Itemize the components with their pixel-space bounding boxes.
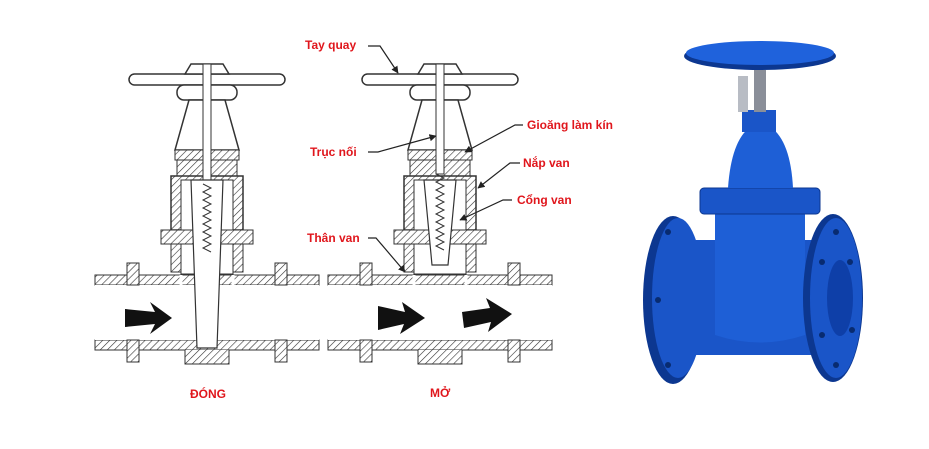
label-body: Thân van (307, 231, 360, 245)
label-seal: Gioăng làm kín (527, 118, 614, 132)
label-gate: Cổng van (517, 193, 572, 207)
valve-product-image (643, 41, 863, 384)
flow-arrow-icon (462, 298, 512, 332)
flow-arrow-icon (125, 302, 172, 334)
label-open: MỞ (430, 386, 451, 400)
closed-valve-drawing (93, 62, 321, 366)
label-bonnet: Nắp van (523, 156, 570, 170)
label-handwheel: Tay quay (305, 38, 357, 52)
open-valve-drawing (326, 62, 554, 366)
label-stem: Trục nối (310, 145, 357, 159)
label-closed: ĐÓNG (190, 387, 226, 401)
leader-lines (368, 45, 523, 273)
flow-arrow-icon (378, 302, 425, 334)
